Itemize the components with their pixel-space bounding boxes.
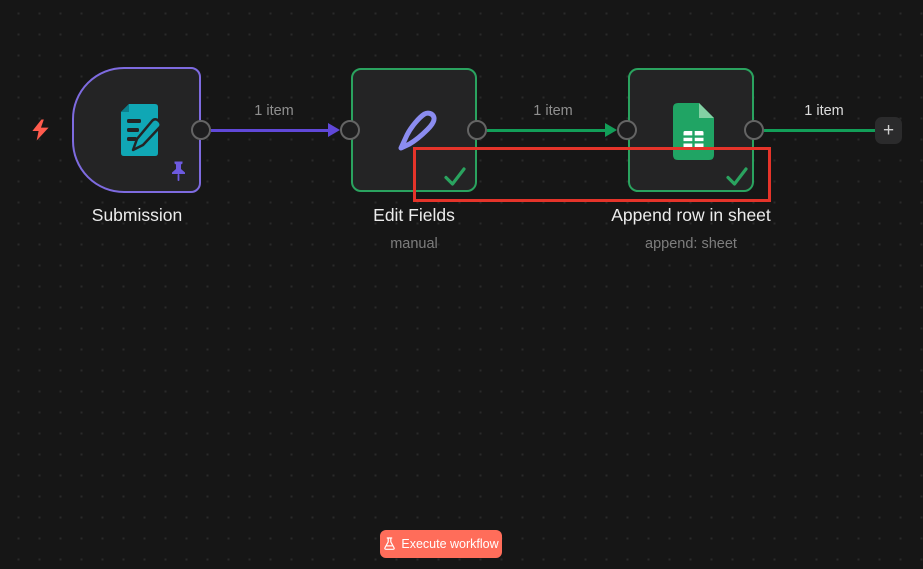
execute-workflow-label: Execute workflow [401, 537, 499, 551]
node-title-edit-fields: Edit Fields [373, 205, 455, 225]
connection-editfields-append[interactable] [487, 128, 606, 132]
connection-items-label: 1 item [254, 103, 294, 119]
success-check-icon [444, 167, 466, 186]
edit-pencil-icon [398, 110, 437, 151]
google-sheets-icon [673, 103, 714, 160]
output-port-submission[interactable] [191, 120, 211, 140]
flask-icon [384, 537, 396, 550]
connection-items-label: 1 item [533, 103, 573, 119]
pin-icon [172, 161, 185, 181]
output-port-append-row[interactable] [744, 120, 764, 140]
form-trigger-icon [121, 104, 162, 156]
connection-arrowhead [605, 123, 617, 137]
node-title-submission: Submission [91, 205, 183, 225]
node-append-row-in-sheet[interactable] [628, 68, 754, 192]
node-title-append-row: Append row in sheet [611, 205, 771, 225]
node-subtitle-edit-fields: manual [390, 236, 438, 252]
input-port-edit-fields[interactable] [340, 120, 360, 140]
trigger-bolt-icon [32, 119, 49, 141]
output-port-edit-fields[interactable] [467, 120, 487, 140]
node-subtitle-append-row: append: sheet [645, 236, 737, 252]
connection-items-label: 1 item [804, 103, 844, 119]
connection-submission-editfields[interactable] [211, 128, 329, 132]
connection-arrowhead [328, 123, 340, 137]
connection-append-addnode[interactable] [764, 128, 875, 132]
node-edit-fields[interactable] [351, 68, 477, 192]
success-check-icon [726, 167, 748, 186]
node-submission[interactable] [72, 67, 201, 193]
execute-workflow-button[interactable]: Execute workflow [380, 530, 502, 558]
input-port-append-row[interactable] [617, 120, 637, 140]
add-node-button[interactable]: + [875, 117, 902, 144]
